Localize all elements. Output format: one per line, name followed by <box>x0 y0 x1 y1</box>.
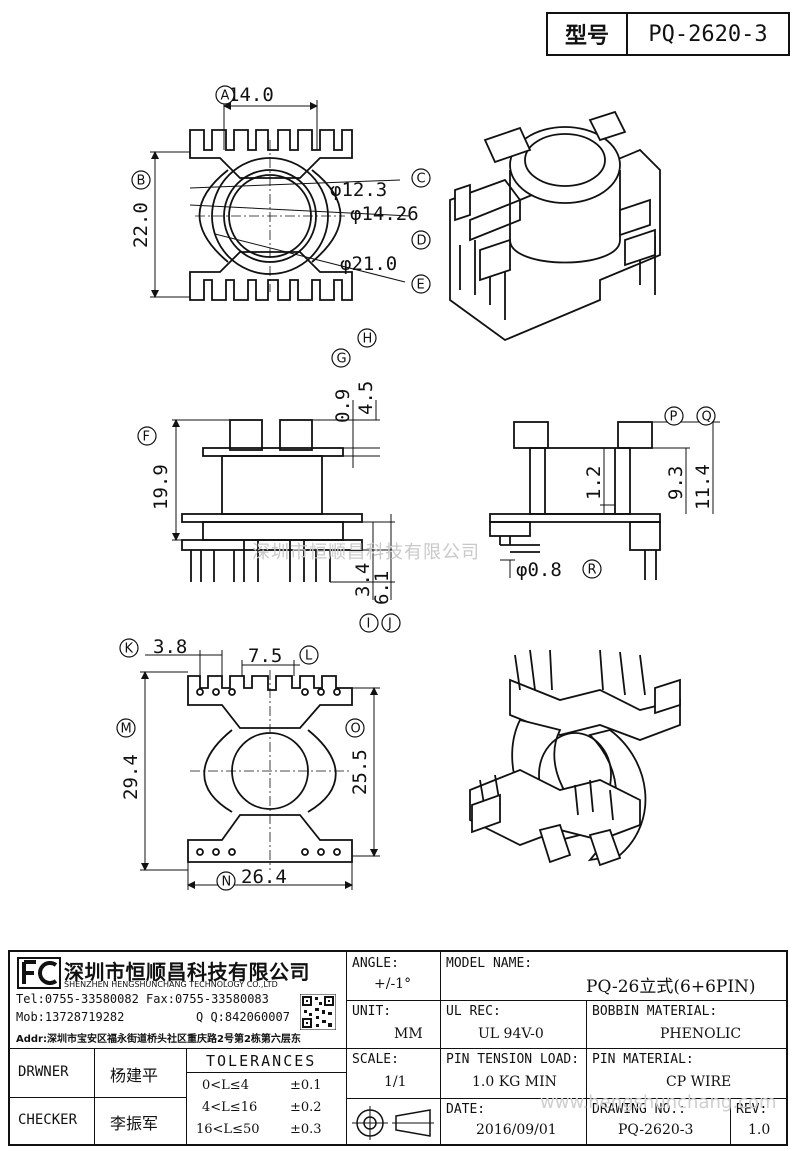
dim-e-value: φ21.0 <box>340 253 397 275</box>
date-label: DATE: <box>446 1102 486 1117</box>
company-qq: Q Q:842060007 <box>196 1010 290 1024</box>
ul-rec-value: UL 94V-0 <box>478 1026 544 1042</box>
top-view: 14.0 22.0 φ12.3 φ14.26 φ21.0 <box>130 84 419 301</box>
pin-material-value: CP WIRE <box>666 1074 732 1090</box>
bobbin-material-value: PHENOLIC <box>660 1026 742 1042</box>
pin-tension-label: PIN TENSION LOAD: <box>446 1052 580 1067</box>
dim-c-value: φ12.3 <box>330 179 387 201</box>
callout-j: J <box>387 617 392 632</box>
angle-label: ANGLE: <box>352 956 399 971</box>
dim-n-value: 26.4 <box>241 866 287 888</box>
company-mob: Mob:13728719282 <box>16 1010 125 1024</box>
callout-o: O <box>351 722 361 737</box>
model-name-value: PQ-26立式(6+6PIN) <box>586 977 756 997</box>
dim-q2-value: 11.4 <box>692 464 714 510</box>
scale-label: SCALE: <box>352 1052 399 1067</box>
pin-tension-value: 1.0 KG MIN <box>472 1074 557 1090</box>
pin-material-label: PIN MATERIAL: <box>592 1052 694 1067</box>
watermark-url: www.hengshunchang.com <box>540 1092 777 1113</box>
company-name-cn: 深圳市恒顺昌科技有限公司 <box>64 960 310 984</box>
dim-o-value: 25.5 <box>349 749 371 795</box>
tolerances-label: TOLERANCES <box>206 1052 317 1070</box>
drawing-no-value: PQ-2620-3 <box>618 1122 694 1138</box>
date-value: 2016/09/01 <box>476 1122 557 1138</box>
bottom-view: 3.8 7.5 29.4 26.4 25.5 <box>120 636 380 890</box>
qr-code-icon <box>300 994 336 1030</box>
rev-label: REV: <box>736 1102 768 1117</box>
watermark-text: 深圳市恒顺昌科技有限公司 <box>252 542 480 563</box>
model-title-box: 型号 PQ-2620-3 <box>546 12 790 56</box>
drwner-value: 杨建平 <box>110 1066 159 1085</box>
dim-d-value: φ14.26 <box>350 203 419 225</box>
side-view: 1.2 9.3 11.4 φ0.8 <box>489 421 720 581</box>
technical-drawing: .ln{stroke:#111;stroke-width:1.8;fill:no… <box>116 84 720 891</box>
front-view: 19.9 0.9 4.5 3.4 6.1 <box>150 381 395 605</box>
checker-value: 李振军 <box>110 1114 159 1133</box>
dim-m-value: 29.4 <box>120 754 142 800</box>
dim-p-value: 1.2 <box>583 466 605 500</box>
callout-q: Q <box>702 410 712 425</box>
model-label: 型号 <box>548 14 628 54</box>
tol3-value: ±0.3 <box>290 1122 322 1137</box>
callout-i: I <box>367 617 371 632</box>
callout-f: F <box>143 430 150 445</box>
tol3-range: 16<L≤50 <box>196 1122 260 1137</box>
unit-value: MM <box>394 1026 423 1042</box>
dim-a-value: 14.0 <box>228 84 274 106</box>
callout-a: A <box>221 89 230 104</box>
dim-h-value: 4.5 <box>355 381 377 415</box>
callout-d: D <box>417 234 427 249</box>
callout-g: G <box>337 352 347 367</box>
dim-j-value: 6.1 <box>371 571 393 605</box>
callout-labels: A B C D E F G H I J K L M N O P Q R <box>116 85 716 891</box>
callout-h: H <box>363 332 373 347</box>
model-name-label: MODEL NAME: <box>446 956 533 971</box>
checker-label: CHECKER <box>18 1112 78 1128</box>
dim-f-value: 19.9 <box>150 464 172 510</box>
bobbin-material-label: BOBBIN MATERIAL: <box>592 1004 718 1019</box>
callout-m: M <box>121 722 132 737</box>
rev-value: 1.0 <box>748 1122 771 1138</box>
callout-b: B <box>137 174 146 189</box>
tol2-value: ±0.2 <box>290 1100 322 1115</box>
company-name-en: SHENZHEN HENGSHUNCHANG TECHNOLOGY CO.,LT… <box>64 980 278 989</box>
dim-i-value: 3.4 <box>352 563 374 597</box>
model-value: PQ-2620-3 <box>648 21 768 47</box>
scale-value: 1/1 <box>384 1074 407 1090</box>
tol2-range: 4<L≤16 <box>202 1100 258 1115</box>
callout-n: N <box>222 875 232 890</box>
isometric-view-top <box>449 110 661 342</box>
callout-r: R <box>588 563 597 578</box>
company-logo-icon <box>17 957 61 989</box>
angle-value: +/-1° <box>374 976 412 992</box>
tol1-range: 0<L≤4 <box>202 1078 249 1093</box>
callout-c: C <box>417 172 426 187</box>
ul-rec-label: UL REC: <box>446 1004 501 1019</box>
callout-k: K <box>125 642 134 657</box>
dim-k-value: 3.8 <box>153 636 187 658</box>
dim-q1-value: 9.3 <box>665 466 687 500</box>
callout-p: P <box>670 410 678 425</box>
projection-symbol-icon <box>352 1106 434 1140</box>
dim-g-value: 0.9 <box>332 389 354 423</box>
isometric-view-bottom <box>469 649 681 867</box>
dim-r-value: φ0.8 <box>516 559 562 581</box>
callout-l: L <box>305 649 313 664</box>
company-address: Addr:深圳市宝安区福永街道桥头社区重庆路2号第2栋第六层东 <box>16 1034 301 1045</box>
dim-b-value: 22.0 <box>130 202 152 248</box>
dim-l-value: 7.5 <box>248 645 282 667</box>
drwner-label: DRWNER <box>18 1064 69 1080</box>
company-tel: Tel:0755-33580082 Fax:0755-33580083 <box>16 992 269 1006</box>
unit-label: UNIT: <box>352 1004 392 1019</box>
tol1-value: ±0.1 <box>290 1078 322 1093</box>
callout-e: E <box>417 278 425 293</box>
title-block: 深圳市恒顺昌科技有限公司 SHENZHEN HENGSHUNCHANG TECH… <box>8 950 788 1146</box>
drawing-no-label: DRAWING NO.: <box>592 1102 686 1117</box>
